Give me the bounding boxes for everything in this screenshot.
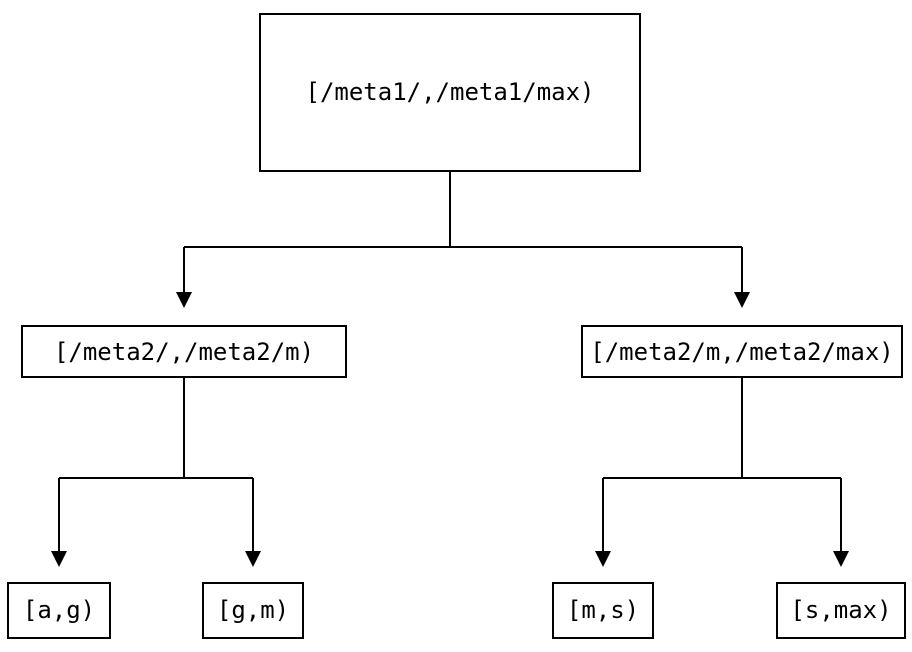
arrow-down-icon bbox=[734, 292, 750, 308]
leaf-gm-node-box bbox=[202, 582, 304, 639]
right-child-node-box bbox=[581, 325, 903, 378]
arrowheads bbox=[51, 292, 849, 567]
leaf-ag-node-box bbox=[7, 582, 111, 639]
left-child-node-label: [/meta2/,/meta2/m) bbox=[54, 338, 314, 366]
node-root: [/meta1/,/meta1/max) bbox=[259, 13, 641, 172]
root-node-box bbox=[259, 13, 641, 172]
node-leaf-smax: [s,max) bbox=[776, 582, 906, 639]
leaf-ag-node-label: [a,g) bbox=[23, 596, 95, 624]
node-leaf-gm: [g,m) bbox=[202, 582, 304, 639]
leaf-ms-node-box bbox=[552, 582, 654, 639]
leaf-ms-node-label: [m,s) bbox=[567, 596, 639, 624]
arrow-down-icon bbox=[245, 551, 261, 567]
arrow-down-icon bbox=[595, 551, 611, 567]
root-node-label: [/meta1/,/meta1/max) bbox=[306, 78, 595, 106]
leaf-gm-node-label: [g,m) bbox=[217, 596, 289, 624]
node-right-child: [/meta2/m,/meta2/max) bbox=[581, 325, 903, 378]
connector-edges bbox=[58, 171, 842, 551]
right-child-node-label: [/meta2/m,/meta2/max) bbox=[590, 338, 893, 366]
node-left-child: [/meta2/,/meta2/m) bbox=[21, 325, 347, 378]
arrow-down-icon bbox=[176, 292, 192, 308]
left-child-node-box bbox=[21, 325, 347, 378]
arrow-down-icon bbox=[833, 551, 849, 567]
node-leaf-ag: [a,g) bbox=[7, 582, 111, 639]
arrow-down-icon bbox=[51, 551, 67, 567]
node-leaf-ms: [m,s) bbox=[552, 582, 654, 639]
leaf-smax-node-label: [s,max) bbox=[790, 596, 891, 624]
leaf-smax-node-box bbox=[776, 582, 906, 639]
